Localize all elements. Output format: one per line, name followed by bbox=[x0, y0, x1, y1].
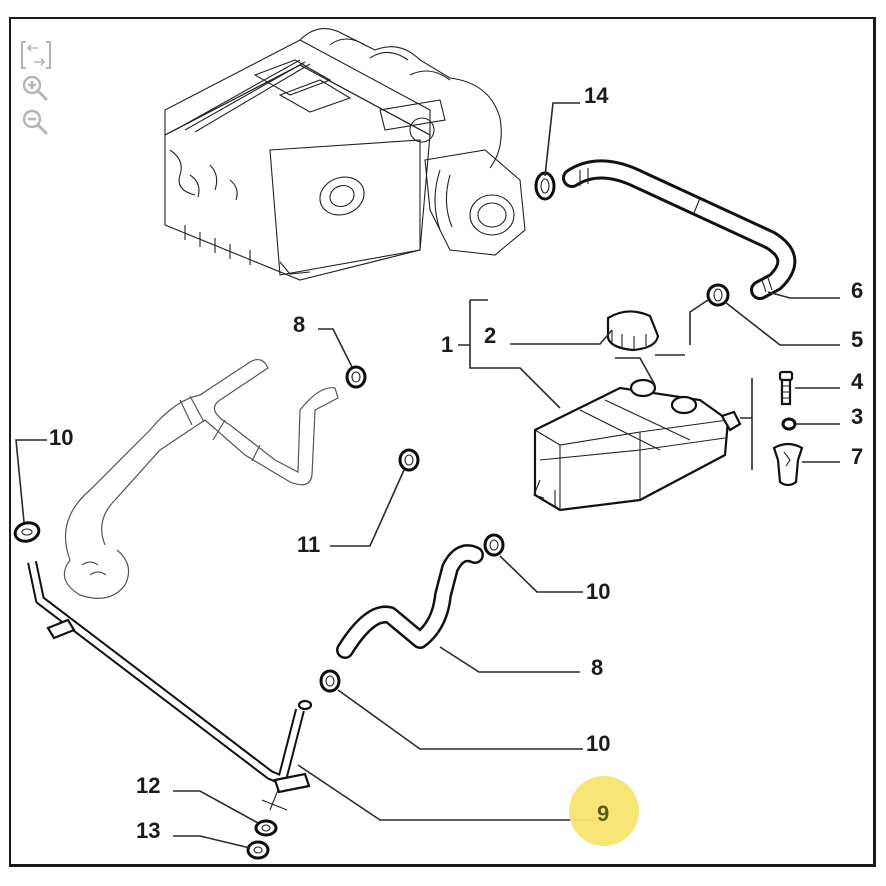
hose-clamp-5[interactable] bbox=[704, 281, 731, 308]
upper-hose-6[interactable] bbox=[562, 159, 797, 300]
bolt-4[interactable] bbox=[778, 370, 794, 406]
zoom-out-icon bbox=[22, 109, 48, 135]
hose-clamp-10-middle[interactable] bbox=[319, 669, 341, 693]
leader-lines bbox=[15, 102, 840, 849]
seal-12[interactable] bbox=[254, 819, 278, 837]
hose-clamp-10-left[interactable] bbox=[13, 520, 41, 544]
lower-radiator-hose-ghosted bbox=[63, 358, 339, 599]
diagram-frame bbox=[9, 17, 876, 867]
callout-5[interactable]: 5 bbox=[851, 327, 863, 352]
callout-6[interactable]: 6 bbox=[851, 278, 863, 303]
fit-to-screen-button[interactable] bbox=[18, 38, 54, 72]
lower-hose-8[interactable] bbox=[336, 544, 484, 659]
hose-clamp-11[interactable] bbox=[398, 448, 420, 472]
callout-11[interactable]: 11 bbox=[297, 532, 320, 557]
callout-8-upper[interactable]: 8 bbox=[293, 312, 305, 337]
coolant-pipe-9[interactable] bbox=[27, 560, 313, 811]
callout-3[interactable]: 3 bbox=[851, 404, 863, 429]
hose-clamp-8[interactable] bbox=[345, 365, 367, 389]
expansion-tank-1[interactable] bbox=[533, 378, 742, 512]
callout-10-left[interactable]: 10 bbox=[49, 425, 73, 450]
callout-highlight bbox=[569, 776, 639, 846]
callout-9[interactable]: 9 bbox=[597, 801, 609, 826]
washer-3[interactable] bbox=[781, 417, 797, 431]
sensor-plug-7[interactable] bbox=[772, 442, 804, 487]
callout-13[interactable]: 13 bbox=[136, 818, 160, 843]
hose-clamp-10-upper-right[interactable] bbox=[483, 533, 505, 557]
engine-block-illustration bbox=[164, 28, 526, 281]
viewer-toolbar bbox=[18, 38, 58, 140]
nut-13[interactable] bbox=[246, 840, 270, 860]
callout-10-right[interactable]: 10 bbox=[586, 579, 610, 604]
callout-labels: 14 6 5 1 2 4 3 7 8 10 11 10 8 10 9 12 13 bbox=[49, 83, 864, 843]
fit-to-screen-icon bbox=[21, 41, 51, 69]
callout-1[interactable]: 1 bbox=[441, 332, 453, 357]
filler-cap-2[interactable] bbox=[606, 310, 660, 352]
callout-4[interactable]: 4 bbox=[851, 369, 864, 394]
callout-14[interactable]: 14 bbox=[584, 83, 609, 108]
callout-2[interactable]: 2 bbox=[484, 323, 496, 348]
callout-7[interactable]: 7 bbox=[851, 444, 863, 469]
hose-clamp-14[interactable] bbox=[534, 171, 556, 201]
callout-10-middle[interactable]: 10 bbox=[586, 731, 610, 756]
zoom-out-button[interactable] bbox=[18, 106, 54, 140]
callout-12[interactable]: 12 bbox=[136, 773, 160, 798]
zoom-in-button[interactable] bbox=[18, 72, 54, 106]
zoom-in-icon bbox=[22, 75, 48, 101]
callout-8-lower[interactable]: 8 bbox=[591, 655, 603, 680]
